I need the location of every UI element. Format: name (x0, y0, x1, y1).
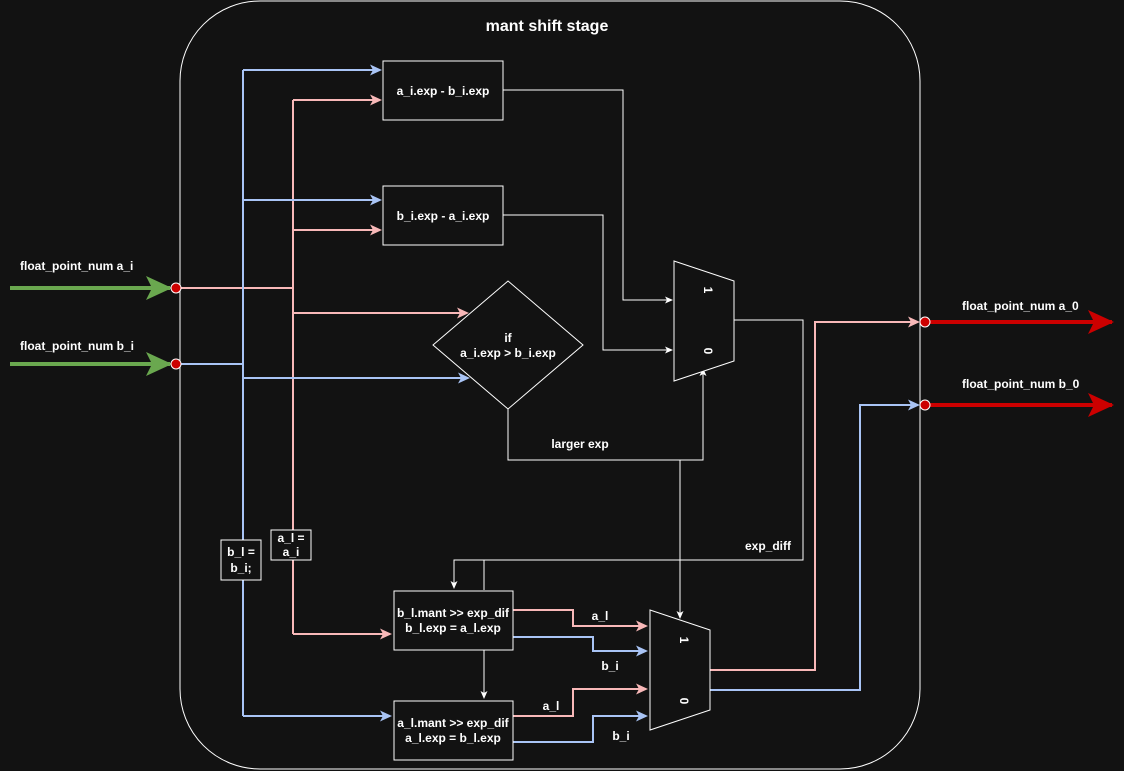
decision-line2: a_i.exp > b_i.exp (460, 346, 556, 360)
shift-b-line2: b_l.exp = a_l.exp (405, 621, 501, 635)
b-i-top-label: b_i (601, 659, 618, 673)
larger-exp-label: larger exp (551, 437, 608, 451)
a-l-top-label: a_l (592, 609, 609, 623)
sub-ab-box (382, 60, 504, 121)
assign-a-box (270, 529, 312, 561)
output-a-label: float_point_num a_0 (962, 299, 1079, 313)
sub-ba-label: b_i.exp - a_i.exp (397, 209, 490, 223)
sub-ba-box (382, 185, 504, 246)
shift-b-line1: b_l.mant >> exp_dif (397, 606, 510, 620)
compare-decision (432, 280, 584, 410)
mux-bottom-in0: 0 (677, 698, 691, 705)
input-a-label: float_point_num a_i (20, 259, 133, 273)
output-b-port (919, 399, 931, 411)
mux-top-in0: 0 (701, 348, 715, 355)
shift-a-line1: a_l.mant >> exp_dif (397, 716, 509, 730)
assign-b-line1: b_l = (227, 545, 255, 559)
decision-line1: if (504, 331, 512, 345)
mux-bottom (649, 609, 711, 731)
input-b-label: float_point_num b_i (20, 339, 134, 353)
stage-container (179, 0, 921, 770)
assign-a-line2: a_i (283, 545, 300, 559)
shift-b-box (393, 590, 514, 651)
b-signal-wires (176, 64, 920, 743)
mux-top-in1: 1 (701, 287, 715, 294)
control-wires (450, 89, 804, 699)
assign-b-box (220, 539, 262, 581)
assign-b-line2: b_i; (230, 561, 251, 575)
mux-top (673, 260, 735, 382)
a-signal-wires (176, 94, 920, 717)
sub-ab-label: a_i.exp - b_i.exp (397, 84, 490, 98)
stage-title: mant shift stage (486, 18, 609, 35)
exp-diff-label: exp_diff (745, 539, 792, 553)
a-l-bottom-label: a_l (543, 699, 560, 713)
b-i-bottom-label: b_i (612, 729, 629, 743)
shift-a-box (393, 700, 514, 761)
output-b-label: float_point_num b_0 (962, 377, 1080, 391)
shift-a-line2: a_l.exp = b_l.exp (405, 731, 501, 745)
output-a-port (919, 316, 931, 328)
assign-a-line1: a_l = (277, 531, 304, 545)
input-a-port (170, 282, 182, 294)
input-b-port (170, 358, 182, 370)
mux-bottom-in1: 1 (677, 637, 691, 644)
